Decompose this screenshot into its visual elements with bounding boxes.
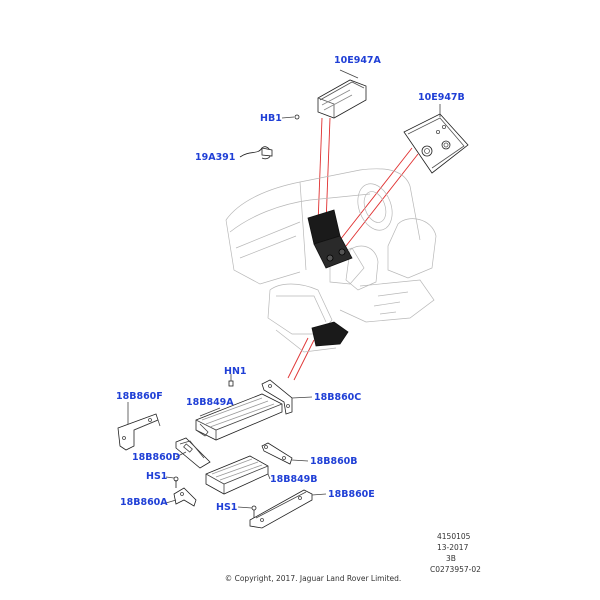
reference-line-1: 4150105	[437, 532, 471, 541]
callout-18B860B[interactable]: 18B860B	[310, 456, 358, 467]
part-19A391	[239, 146, 273, 160]
console-highlight	[307, 209, 353, 347]
copyright-notice: © Copyright, 2017. Jaguar Land Rover Lim…	[224, 574, 402, 583]
bracket-18B860C	[261, 379, 313, 415]
callout-10E947B[interactable]: 10E947B	[418, 92, 465, 103]
callout-HS1-upper[interactable]: HS1	[146, 471, 168, 482]
part-10E947B	[403, 104, 469, 174]
reference-line-3: 3B	[446, 554, 456, 563]
callout-19A391[interactable]: 19A391	[195, 152, 236, 163]
reference-line-4: C0273957-02	[430, 565, 481, 574]
callout-HS1-lower[interactable]: HS1	[216, 502, 238, 513]
callout-18B860E[interactable]: 18B860E	[328, 489, 375, 500]
callout-18B860A[interactable]: 18B860A	[120, 497, 168, 508]
part-10E947A	[317, 69, 367, 119]
callout-18B860F[interactable]: 18B860F	[116, 391, 163, 402]
callout-18B860D[interactable]: 18B860D	[132, 452, 181, 463]
screw-HB1	[281, 114, 300, 120]
screw-HS1-lower	[237, 505, 257, 518]
callout-18B849A[interactable]: 18B849A	[186, 397, 234, 408]
screw-HS1-upper	[165, 476, 179, 488]
leader-lines	[287, 117, 419, 381]
bracket-18B860F	[117, 402, 161, 451]
callout-18B860C[interactable]: 18B860C	[314, 392, 362, 403]
callout-HN1[interactable]: HN1	[224, 366, 247, 377]
nut-HN1	[228, 374, 234, 387]
module-18B849B	[205, 455, 271, 495]
bracket-18B860B	[261, 442, 309, 465]
bracket-18B860E	[249, 489, 327, 529]
callout-10E947A[interactable]: 10E947A	[334, 55, 381, 66]
callout-18B849B[interactable]: 18B849B	[270, 474, 318, 485]
callout-HB1[interactable]: HB1	[260, 113, 282, 124]
reference-line-2: 13-2017	[437, 543, 469, 552]
module-18B849A	[195, 393, 283, 441]
bracket-18B860D	[175, 437, 211, 469]
bracket-18B860A	[165, 487, 197, 507]
